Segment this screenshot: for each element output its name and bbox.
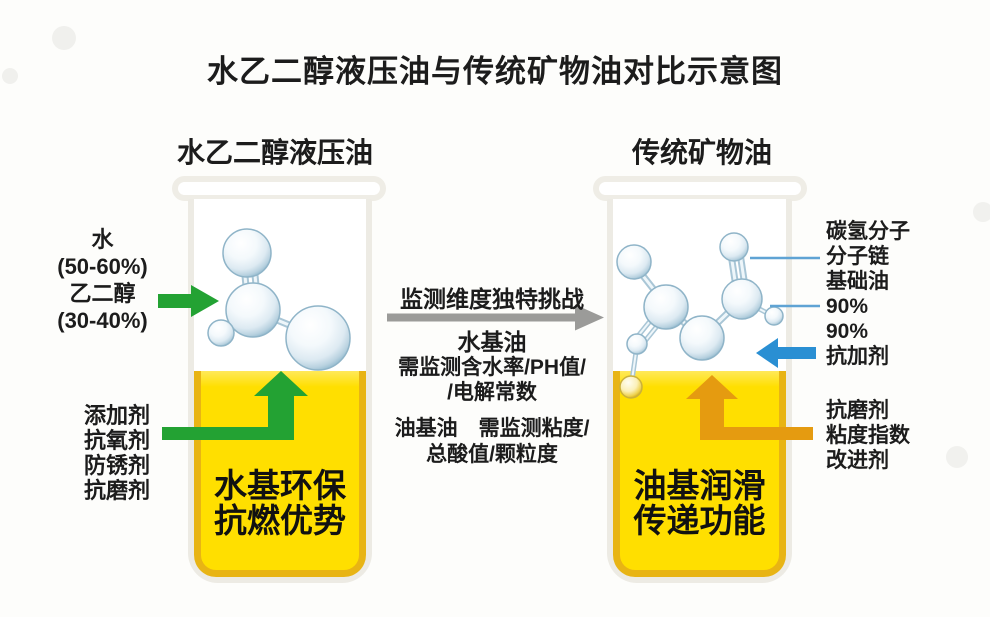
composition-line: (50-60%)	[57, 254, 148, 279]
right-beaker-rim	[593, 176, 807, 201]
left-composition-labels: 水 (50-60%) 乙二醇 (30-40%)	[25, 226, 180, 334]
additive-line: 抗氧剂	[83, 428, 150, 453]
oil-based-line: 油基油 需监测粘度/	[394, 417, 590, 440]
right-additive-labels: 抗磨剂 粘度指数 改进剂	[826, 398, 956, 473]
highlight-line: 油基润滑	[633, 467, 766, 504]
additive-line: 改进剂	[826, 449, 889, 472]
additive-line: 防锈剂	[83, 453, 150, 478]
additive-line: 抗磨剂	[826, 399, 889, 422]
left-beaker-label: 水乙二醇液压油	[176, 137, 373, 168]
composition-line: (30-40%)	[57, 308, 148, 333]
highlight-line: 抗燃优势	[214, 502, 346, 539]
water-based-line: 需监测含水率/PH值/	[398, 356, 586, 379]
additive-line: 粘度指数	[826, 424, 910, 447]
highlight-line: 水基环保	[214, 467, 346, 504]
molecule-label-line: 抗加剂	[826, 345, 889, 368]
molecule-label-line: 90%	[826, 320, 869, 343]
left-additive-labels: 添加剂 抗氧剂 防锈剂 抗磨剂	[72, 403, 162, 503]
center-heading: 监测维度独特挑战	[400, 286, 584, 312]
water-based-line: /电解常数	[447, 381, 537, 404]
molecule-label-line: 基础油	[826, 270, 889, 293]
right-beaker-label: 传统矿物油	[631, 137, 772, 168]
composition-line: 乙二醇	[69, 281, 136, 306]
right-molecule-labels: 碳氢分子 分子链 基础油 90% 90% 抗加剂	[826, 219, 956, 369]
molecule-label-line: 分子链	[826, 245, 889, 268]
left-beaker-rim	[172, 176, 386, 201]
additive-line: 添加剂	[83, 403, 150, 428]
composition-line: 水	[91, 227, 114, 252]
highlight-line: 传递功能	[633, 502, 766, 539]
water-based-title: 水基油	[457, 329, 527, 355]
right-beaker-highlight: 油基润滑 传递功能	[607, 468, 792, 538]
additive-line: 抗磨剂	[83, 478, 150, 503]
molecule-label-line: 碳氢分子	[826, 220, 910, 243]
molecule-label-line: 90%	[826, 295, 869, 318]
left-beaker-highlight: 水基环保 抗燃优势	[188, 468, 372, 538]
oil-based-line: 总酸值/颗粒度	[426, 443, 558, 466]
diagram-title: 水乙二醇液压油与传统矿物油对比示意图	[207, 54, 783, 89]
